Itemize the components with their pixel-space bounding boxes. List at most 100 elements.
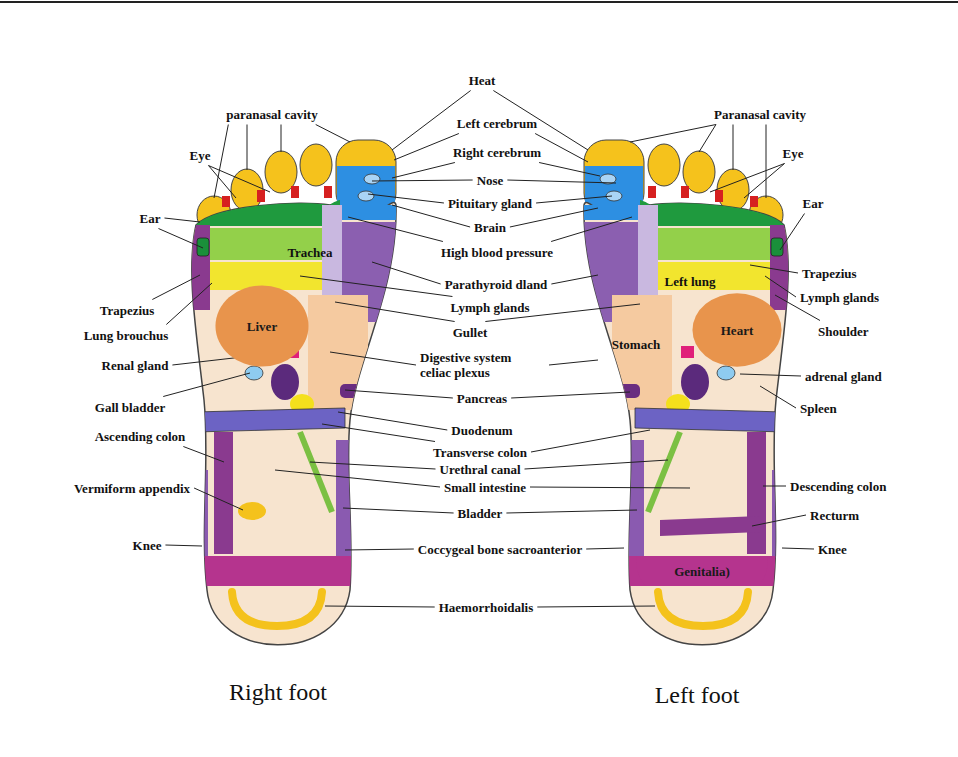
pituitary-zone	[358, 191, 374, 201]
leader-line	[281, 125, 282, 153]
leader-line	[247, 125, 248, 171]
zone-label: Urethral canal	[440, 462, 521, 477]
leader-line	[782, 548, 814, 549]
zone-label: Parathyroid dland	[445, 277, 548, 292]
eye-zone	[257, 190, 265, 202]
leader-line	[330, 352, 416, 365]
leader-line	[536, 196, 612, 203]
leader-line	[345, 390, 453, 398]
leader-line	[166, 283, 212, 325]
zone-label: paranasal cavity	[226, 107, 317, 122]
leader-line	[194, 488, 243, 510]
leader-line	[710, 164, 785, 193]
organ-region: Heart	[692, 293, 782, 367]
leader-line	[394, 134, 459, 161]
zone-label: Small intestine	[444, 480, 526, 495]
leader-line	[368, 194, 444, 203]
zone-label: Transverse colon	[433, 445, 527, 460]
eye-zone	[324, 186, 332, 198]
leader-line	[338, 412, 447, 430]
zone	[195, 408, 345, 432]
zone-label: Recturm	[810, 508, 859, 523]
zone-label: Shoulder	[818, 324, 869, 339]
zone-label: Nose	[477, 173, 504, 188]
organ-label: Liver	[247, 319, 277, 334]
region-text-box: Genitalia)	[634, 556, 770, 586]
zone	[308, 295, 368, 410]
leader-line	[300, 276, 452, 297]
zone-label: Brain	[474, 220, 506, 235]
zone-label: Stomach	[612, 337, 660, 352]
leader-line	[275, 470, 440, 487]
zone-label: Ascending colon	[95, 429, 186, 444]
zone-label: Trachea	[287, 245, 332, 260]
zone-label: Descending colon	[790, 479, 886, 494]
leader-line	[763, 486, 786, 487]
zone-label: Lung brouchus	[84, 328, 169, 343]
leader-line	[345, 549, 414, 550]
zone-label: Lymph glands	[800, 290, 879, 305]
zone-label: Pancreas	[457, 391, 507, 406]
leader-line	[152, 275, 200, 300]
region-text-box: Heart	[692, 293, 782, 367]
leader-line	[510, 208, 598, 227]
big-toe	[336, 140, 396, 215]
zone-label: Eye	[783, 146, 804, 161]
zone	[336, 440, 358, 558]
leader-line	[511, 392, 630, 398]
region-fill	[215, 285, 308, 366]
foot-title: Right foot	[229, 678, 327, 706]
zone-label: Paranasal cavity	[714, 107, 806, 122]
leader-line	[740, 374, 801, 376]
leader-line	[343, 508, 454, 513]
zone-label: Right cerebrum	[453, 145, 541, 160]
zone-label: Haemorrhoidalis	[439, 600, 534, 615]
leader-line	[535, 134, 588, 163]
zone-label: Trapezius	[802, 266, 857, 281]
zone	[214, 432, 233, 554]
zone-patch	[724, 497, 738, 519]
leader-line	[322, 424, 435, 442]
organ-label: Heart	[721, 323, 753, 338]
leader-line	[392, 163, 455, 179]
leader-line	[525, 460, 669, 469]
leader-line	[699, 125, 716, 153]
appendix-zone	[238, 502, 266, 520]
leader-line	[549, 360, 598, 365]
leader-line	[335, 302, 455, 322]
leader-line	[372, 180, 473, 181]
leader-line	[766, 125, 767, 199]
leader-line	[750, 265, 798, 273]
zone-label: Trapezius	[100, 303, 155, 318]
leader-line	[158, 229, 203, 249]
zone-label: High blood pressure	[441, 245, 553, 260]
leader-line	[310, 462, 436, 469]
region-fill	[692, 293, 781, 366]
zone-label: Spleen	[800, 401, 837, 416]
zone-label: adrenal gland	[805, 369, 882, 384]
zone-label: Duodenum	[451, 423, 512, 438]
zone-label: Ear	[803, 196, 824, 211]
leader-line	[507, 180, 616, 183]
foot-title: Left foot	[655, 681, 740, 709]
zone-label: Gullet	[453, 325, 488, 340]
leader-line	[760, 386, 796, 408]
reflex-zones	[180, 200, 402, 626]
rectum-zone	[660, 516, 760, 536]
zone	[197, 238, 209, 256]
zone	[180, 200, 340, 226]
foot	[180, 140, 402, 645]
leader-line	[780, 214, 805, 251]
foot	[578, 140, 800, 645]
zone-label: Lymph glands	[450, 300, 529, 315]
eye-zone	[291, 186, 299, 198]
toe	[300, 144, 332, 186]
eye-zone	[222, 196, 230, 207]
leader-line	[551, 275, 598, 284]
leader-line	[586, 548, 624, 549]
leader-line	[325, 606, 435, 607]
region-fill	[636, 556, 767, 586]
zone	[190, 470, 208, 558]
nose-zone	[364, 174, 380, 184]
